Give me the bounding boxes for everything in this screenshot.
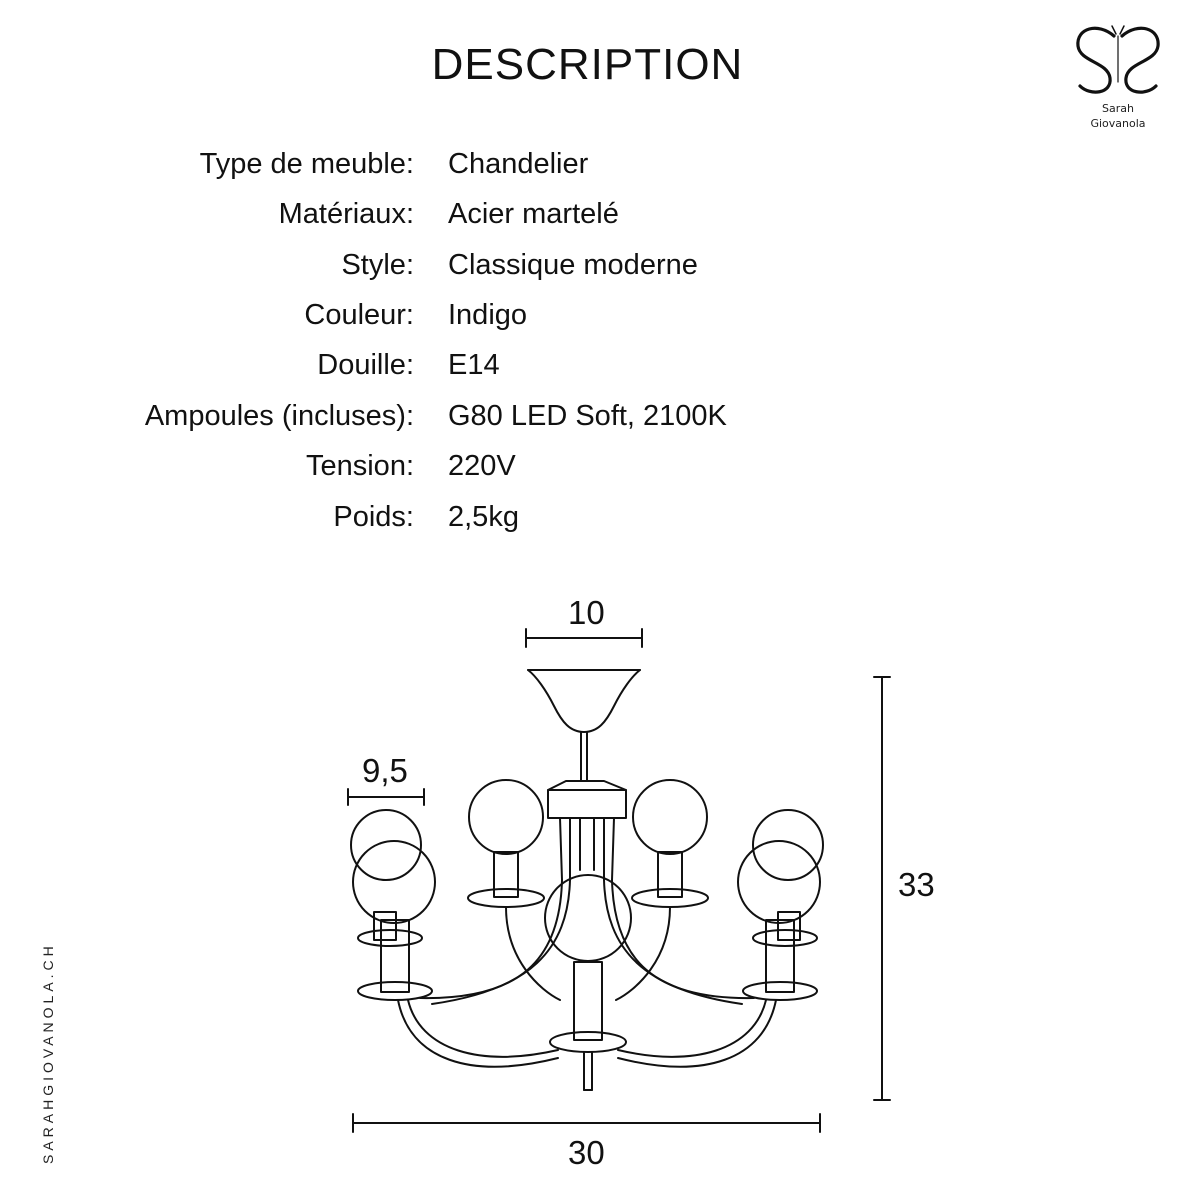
spec-row: Matériaux: Acier martelé <box>0 192 900 242</box>
bulb <box>350 809 422 881</box>
spec-row: Couleur: Indigo <box>0 293 900 343</box>
spec-value: 220V <box>448 450 516 482</box>
spec-value: Indigo <box>448 299 528 331</box>
height-dimension-line <box>873 676 891 1101</box>
spec-value: 2,5kg <box>448 501 519 533</box>
bulb <box>737 840 821 924</box>
spec-label: Tension: <box>305 450 414 482</box>
top-width-dimension-line <box>525 628 643 648</box>
spec-label: Matériaux: <box>278 198 414 230</box>
spec-value: Chandelier <box>448 148 589 180</box>
logo-text-first: Sarah <box>1102 102 1134 115</box>
spec-label: Ampoules (incluses): <box>144 400 414 432</box>
spec-label: Douille: <box>317 349 414 381</box>
spec-value: Classique moderne <box>448 249 698 281</box>
bulb-width-label: 9,5 <box>362 752 408 789</box>
spec-value: G80 LED Soft, 2100K <box>448 400 727 432</box>
bulb <box>752 809 824 881</box>
spec-label: Couleur: <box>304 299 414 331</box>
ceiling-canopy <box>527 669 641 733</box>
total-width-label: 30 <box>568 1134 605 1171</box>
bulb <box>352 840 436 924</box>
spec-row: Douille: E14 <box>0 343 900 393</box>
logo-text-last: Giovanola <box>1090 117 1146 130</box>
spec-label: Style: <box>341 249 414 281</box>
central-hub <box>547 780 627 791</box>
spec-row: Ampoules (incluses): G80 LED Soft, 2100K <box>0 394 900 444</box>
spec-row: Type de meuble: Chandelier <box>0 142 900 192</box>
spec-row: Style: Classique moderne <box>0 243 900 293</box>
height-label: 33 <box>898 866 935 903</box>
spec-value: E14 <box>448 349 500 381</box>
page-title: DESCRIPTION <box>431 40 744 89</box>
spec-label: Type de meuble: <box>199 148 414 180</box>
spec-value: Acier martelé <box>448 198 619 230</box>
spec-row: Tension: 220V <box>0 444 900 494</box>
bulb <box>632 779 708 855</box>
total-width-dimension-line <box>352 1113 821 1133</box>
butterfly-logo-icon <box>1076 25 1160 94</box>
bulb <box>468 779 544 855</box>
top-width-label: 10 <box>568 594 605 631</box>
spec-row: Poids: 2,5kg <box>0 495 900 545</box>
spec-label: Poids: <box>333 501 414 533</box>
bulb-width-dimension-line <box>347 788 425 806</box>
